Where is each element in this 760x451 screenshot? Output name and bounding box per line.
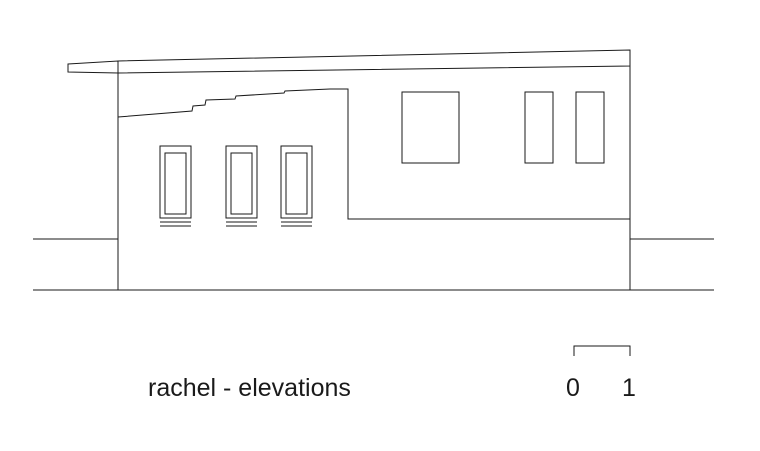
tall-window-center bbox=[225, 145, 258, 227]
square-window bbox=[401, 91, 460, 164]
tall-window-left bbox=[159, 145, 192, 227]
roof-overhang bbox=[67, 60, 119, 74]
ground-lines bbox=[33, 238, 714, 291]
drawing-title: rachel - elevations bbox=[148, 374, 351, 402]
scale-label-end: 1 bbox=[622, 374, 636, 402]
narrow-window-right bbox=[575, 91, 605, 164]
scale-bar bbox=[573, 345, 631, 356]
wall bbox=[117, 66, 631, 290]
stepped-parapet bbox=[117, 88, 630, 220]
roof bbox=[67, 49, 631, 74]
tall-window-right bbox=[280, 145, 313, 227]
narrow-window-left bbox=[524, 91, 554, 164]
scale-label-start: 0 bbox=[566, 374, 580, 402]
roof-fascia bbox=[117, 49, 631, 74]
